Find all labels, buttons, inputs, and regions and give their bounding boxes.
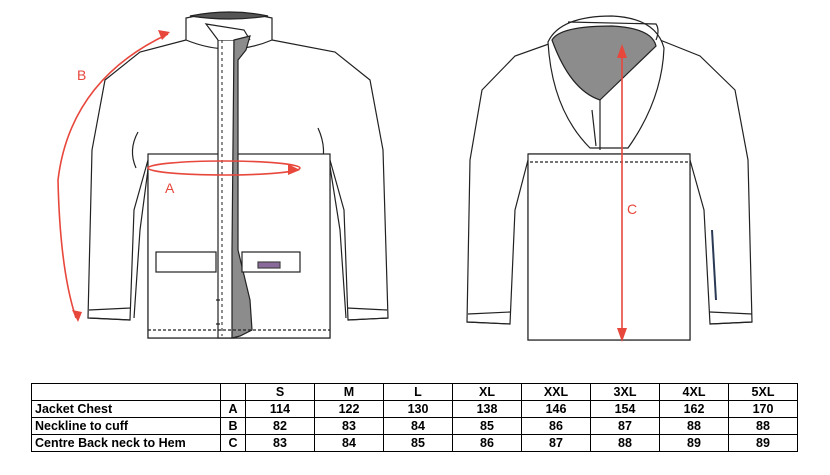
row-code: C — [220, 434, 246, 452]
size-header: M — [314, 383, 384, 401]
jacket-diagram: A B C — [57, 11, 753, 342]
jacket-front-view — [87, 11, 389, 339]
size-header-row: S M L XL XXL 3XL 4XL 5XL — [31, 383, 798, 401]
table-cell: 130 — [383, 400, 453, 418]
table-cell: 88 — [590, 434, 660, 452]
table-cell: 89 — [728, 434, 798, 452]
measure-a-chest: A — [147, 160, 301, 196]
size-header: XL — [452, 383, 522, 401]
size-header: S — [245, 383, 315, 401]
label-a: A — [165, 180, 175, 196]
size-header: 3XL — [590, 383, 660, 401]
row-code: A — [220, 400, 246, 418]
table-cell: 89 — [659, 434, 729, 452]
table-cell: 154 — [590, 400, 660, 418]
row-name: Jacket Chest — [31, 400, 221, 418]
table-cell: 88 — [728, 417, 798, 435]
size-header: XXL — [521, 383, 591, 401]
size-chart-table: S M L XL XXL 3XL 4XL 5XL Jacket Chest A … — [31, 383, 798, 452]
row-code: B — [220, 417, 246, 435]
table-cell: 138 — [452, 400, 522, 418]
row-name: Neckline to cuff — [31, 417, 221, 435]
table-cell: 87 — [590, 417, 660, 435]
table-cell: 162 — [659, 400, 729, 418]
jacket-back-view — [466, 15, 753, 341]
measure-c-back-length: C — [617, 44, 637, 342]
table-cell: 84 — [314, 434, 384, 452]
row-name: Centre Back neck to Hem — [31, 434, 221, 452]
table-cell: 84 — [383, 417, 453, 435]
table-cell: 114 — [245, 400, 315, 418]
table-cell: 87 — [521, 434, 591, 452]
table-cell: 86 — [452, 434, 522, 452]
table-cell: 170 — [728, 400, 798, 418]
table-cell: 122 — [314, 400, 384, 418]
table-row: Jacket Chest A 114 122 130 138 146 154 1… — [31, 400, 798, 418]
size-header: 4XL — [659, 383, 729, 401]
table-cell: 88 — [659, 417, 729, 435]
table-cell: 146 — [521, 400, 591, 418]
table-row: Neckline to cuff B 82 83 84 85 86 87 88 … — [31, 417, 798, 435]
header-measurement — [31, 383, 221, 401]
table-cell: 85 — [383, 434, 453, 452]
table-cell: 82 — [245, 417, 315, 435]
table-cell: 83 — [245, 434, 315, 452]
table-cell: 86 — [521, 417, 591, 435]
label-c: C — [627, 201, 637, 217]
header-code — [220, 383, 246, 401]
size-header: L — [383, 383, 453, 401]
table-cell: 85 — [452, 417, 522, 435]
label-b: B — [77, 67, 86, 83]
table-cell: 83 — [314, 417, 384, 435]
size-header: 5XL — [728, 383, 798, 401]
measure-b-neck-to-cuff: B — [57, 30, 170, 322]
table-row: Centre Back neck to Hem C 83 84 85 86 87… — [31, 434, 798, 452]
